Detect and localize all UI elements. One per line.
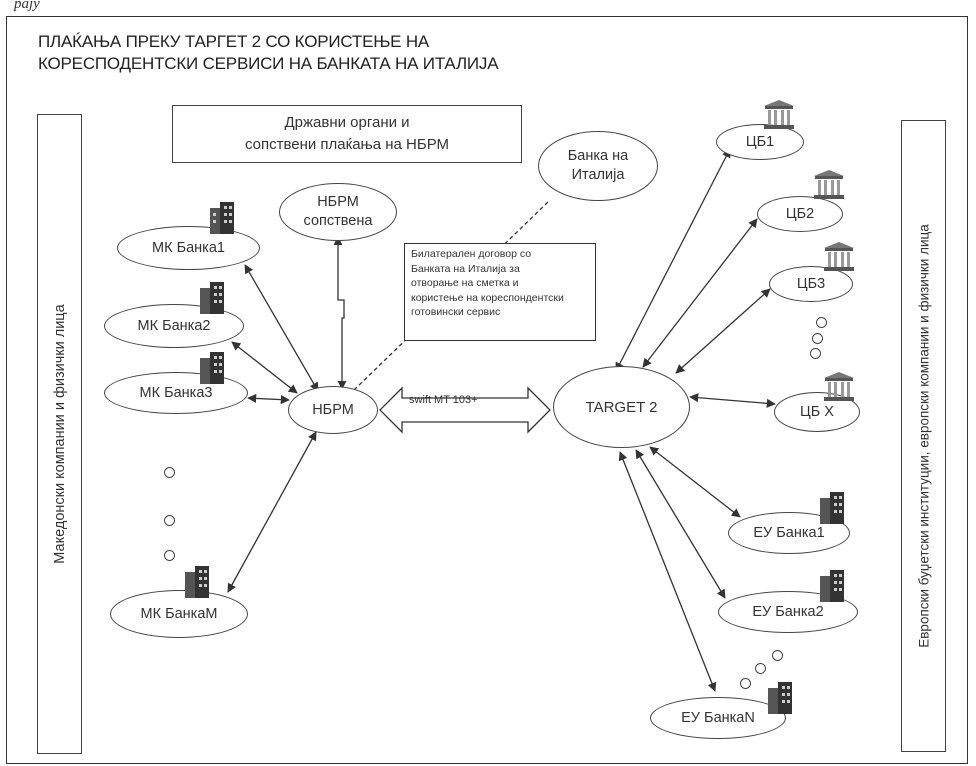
bank-building-icon xyxy=(820,570,844,602)
node-target2: TARGET 2 xyxy=(553,366,690,448)
node-eu-bankn: ЕУ БанкаN xyxy=(650,697,786,739)
node-nbrm-own-line2: сопствена xyxy=(303,213,373,229)
continuation-dot xyxy=(816,317,827,328)
arrow-target-cb3 xyxy=(675,288,771,374)
central-bank-icon xyxy=(824,372,854,401)
left-box-label: Македонски компании и физички лица xyxy=(51,304,68,564)
node-cb2: ЦБ2 xyxy=(757,196,843,232)
arrow-target-cbx xyxy=(689,393,776,408)
swift-double-arrow xyxy=(379,386,551,434)
note-line-4: користење на кореспондентски xyxy=(411,291,564,304)
continuation-dot xyxy=(164,467,175,478)
node-bank-of-italy: Банка на Италија xyxy=(538,131,658,201)
node-mk-bankm: МК БанкаМ xyxy=(110,590,248,638)
continuation-dot xyxy=(755,663,766,674)
continuation-dot xyxy=(812,333,823,344)
bank-building-icon xyxy=(200,282,224,314)
bank-building-icon xyxy=(210,202,234,234)
state-institutions-box: Државни органи и сопствени плаќања на НБ… xyxy=(172,105,522,163)
arrow-mk1-nbrm xyxy=(244,264,319,392)
note-line-3: отворање на сметка и xyxy=(411,277,519,289)
swift-label: swift MT 103+ xyxy=(409,394,478,406)
right-box-label: Европски буџетски институции, европски к… xyxy=(916,224,931,648)
right-box-european-entities: Европски буџетски институции, европски к… xyxy=(901,120,946,752)
note-line-2: Банката на Италија за xyxy=(411,262,520,275)
continuation-dot xyxy=(164,515,175,526)
state-box-line2: сопствени плаќања на НБРМ xyxy=(244,136,450,153)
bank-building-icon xyxy=(768,682,792,714)
arrow-nbrm-own-nbrm xyxy=(333,236,347,390)
continuation-dot xyxy=(164,550,175,561)
arrow-target-eu2 xyxy=(635,449,726,599)
node-cb3: ЦБ3 xyxy=(769,266,853,302)
node-bank-italy-line2: Италија xyxy=(571,167,625,183)
bank-building-icon xyxy=(200,352,224,384)
node-nbrm: НБРМ xyxy=(288,386,378,434)
state-box-line1: Државни органи и xyxy=(284,114,410,131)
bank-building-icon xyxy=(185,566,209,598)
central-bank-icon xyxy=(824,242,854,271)
bank-building-icon xyxy=(820,492,844,524)
arrow-mkm-nbrm xyxy=(227,431,317,593)
arrow-mk3-nbrm xyxy=(247,393,290,405)
arrow-target-eu1 xyxy=(649,446,741,518)
node-bank-italy-line1: Банка на xyxy=(567,148,629,164)
continuation-dot xyxy=(810,348,821,359)
diagram-title-line1: ПЛАЌАЊА ПРЕКУ ТАРГЕТ 2 СО КОРИСТЕЊЕ НА xyxy=(38,32,430,51)
note-line-5: готовински сервис xyxy=(411,306,501,318)
diagram-title-line2: КОРЕСПОДЕНТСКИ СЕРВИСИ НА БАНКАТА НА ИТА… xyxy=(38,54,499,73)
node-cb1: ЦБ1 xyxy=(716,124,804,160)
node-mk-bank1: МК Банка1 xyxy=(117,226,260,270)
central-bank-icon xyxy=(764,100,794,129)
page-caption: рају xyxy=(14,0,40,12)
arrow-target-eun xyxy=(618,451,717,692)
arrow-target-cb2 xyxy=(642,218,758,368)
arrow-mk2-nbrm xyxy=(231,341,298,394)
left-box-macedonian-entities: Македонски компании и физички лица xyxy=(37,114,82,754)
node-nbrm-own-line1: НБРМ xyxy=(317,194,359,210)
continuation-dot xyxy=(772,650,783,661)
bilateral-agreement-note: Билатерален договор со Банката на Италиј… xyxy=(404,243,596,341)
note-line-1: Билатерален договор со xyxy=(411,248,532,260)
central-bank-icon xyxy=(814,170,844,199)
continuation-dot xyxy=(740,678,751,689)
node-nbrm-own: НБРМ сопствена xyxy=(279,183,397,241)
